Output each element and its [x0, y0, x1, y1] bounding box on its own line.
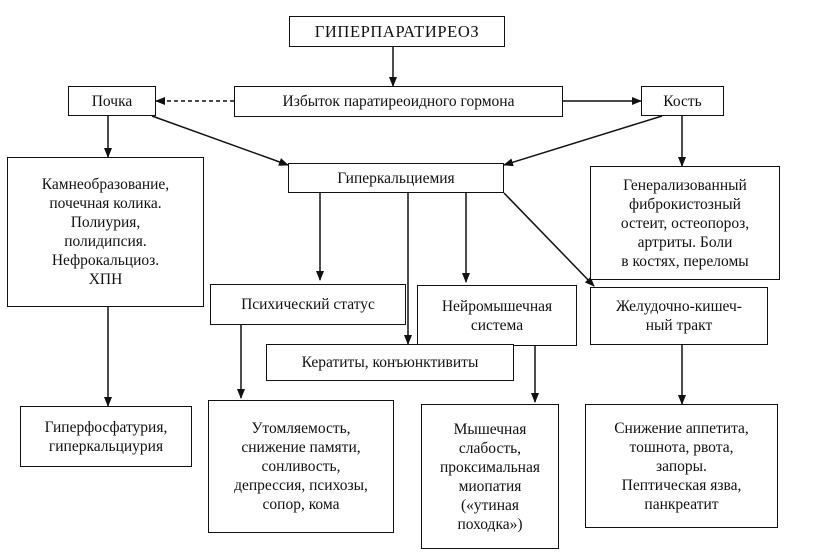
- urine-effects-box: Гиперфосфатурия, гиперкальциурия: [20, 406, 192, 467]
- arrow-hyper-to-gi: [503, 192, 595, 287]
- hypercalcemia-box: Гиперкальциемия: [288, 163, 504, 193]
- kidney-effects-box: Камнеобразование, почечная колика. Полиу…: [7, 157, 204, 307]
- mental-status-box: Психический статус: [210, 284, 406, 325]
- mental-effects-box: Утомляемость, снижение памяти, сонливост…: [208, 400, 394, 533]
- gi-tract-box: Желудочно-кишеч- ный тракт: [590, 287, 768, 345]
- keratitis-box: Кератиты, конъюнктивиты: [266, 344, 514, 381]
- neuromuscular-box: Нейромышечная система: [417, 285, 577, 346]
- bone-box: Кость: [641, 86, 724, 116]
- kidney-box: Почка: [68, 86, 156, 116]
- title-box: ГИПЕРПАРАТИРЕОЗ: [289, 16, 505, 47]
- arrow-kidney-to-hypercalcemia: [151, 115, 289, 166]
- gi-effects-box: Снижение аппетита, тошнота, рвота, запор…: [585, 404, 778, 528]
- cause-box: Избыток паратиреоидного гормона: [234, 86, 563, 117]
- arrow-bone-to-hypercalcemia: [503, 115, 663, 167]
- bone-effects-box: Генерализованный фиброкистозный остеит, …: [590, 166, 780, 280]
- muscle-effects-box: Мышечная слабость, проксимальная миопати…: [421, 404, 559, 549]
